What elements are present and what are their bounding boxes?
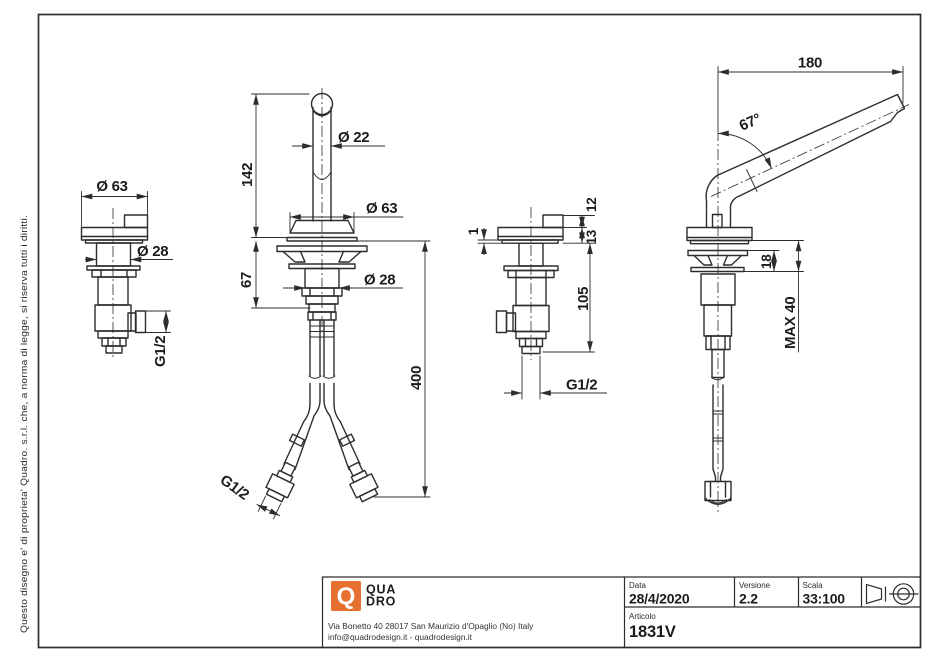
company-contacts: info@quadrodesign.it - quadrodesign.it bbox=[328, 632, 473, 642]
logo-q-square bbox=[331, 581, 361, 611]
hose-fitting-left bbox=[256, 461, 297, 520]
company-logo: Q QUA DRO bbox=[331, 581, 396, 611]
dim-label-v2-g12: G1/2 bbox=[217, 471, 252, 503]
field-label-data: Data bbox=[629, 581, 646, 590]
dim-label-v1-d28: Ø 28 bbox=[137, 243, 168, 260]
dim-label-v3-1: 1 bbox=[466, 227, 481, 235]
dim-label-v4-180: 180 bbox=[798, 55, 822, 72]
dim-label-v2-142: 142 bbox=[239, 163, 256, 187]
field-value-scala: 33:100 bbox=[803, 591, 846, 607]
field-value-versione: 2.2 bbox=[739, 591, 758, 607]
view-valve-side: 1 12 13 105 G1/2 bbox=[466, 198, 607, 400]
dim-label-v4-18: 18 bbox=[759, 254, 774, 269]
sheet-border bbox=[37, 13, 922, 649]
dim-label-v2-d22: Ø 22 bbox=[338, 129, 369, 146]
view-spout-side: 180 67° 18 MAX 40 bbox=[686, 55, 910, 512]
dim-label-v4-max40: MAX 40 bbox=[782, 297, 799, 349]
dim-label-v2-d28: Ø 28 bbox=[364, 272, 395, 289]
company-address: Via Bonetto 40 28017 San Maurizio d'Opag… bbox=[328, 621, 534, 631]
projection-symbol-icon bbox=[865, 583, 919, 605]
dim-label-v3-105: 105 bbox=[575, 287, 592, 311]
dim-label-v3-g12: G1/2 bbox=[566, 377, 597, 394]
field-value-data: 28/4/2020 bbox=[629, 591, 690, 607]
field-value-articolo: 1831V bbox=[629, 623, 676, 641]
dim-label-v3-12: 12 bbox=[584, 198, 599, 212]
view-spout-front: 142 Ø 22 Ø 63 67 Ø 28 bbox=[217, 88, 431, 520]
field-label-scala: Scala bbox=[803, 581, 824, 590]
view-valve-front: Ø 63 Ø 28 G1/2 bbox=[80, 178, 173, 367]
dim-label-v1-g12: G1/2 bbox=[152, 336, 169, 367]
dim-label-v2-400: 400 bbox=[408, 366, 425, 390]
logo-q-letter: Q bbox=[337, 583, 356, 610]
dim-label-v3-13: 13 bbox=[584, 229, 599, 244]
hose-fitting-right bbox=[347, 461, 379, 503]
field-label-articolo: Articolo bbox=[629, 612, 656, 621]
copyright-note: Questo disegno e' di proprieta' Quadro. … bbox=[19, 215, 29, 633]
logo-word-line1: QUA bbox=[366, 583, 396, 597]
dim-label-v2-67: 67 bbox=[238, 272, 255, 288]
logo-word-line2: DRO bbox=[366, 595, 396, 609]
dim-label-v4-67deg: 67° bbox=[737, 110, 764, 135]
dim-label-v1-d63: Ø 63 bbox=[96, 178, 127, 195]
dim-label-v2-d63: Ø 63 bbox=[366, 200, 397, 217]
field-label-versione: Versione bbox=[739, 581, 771, 590]
title-block: Q QUA DRO Via Bonetto 40 28017 San Mauri… bbox=[321, 576, 921, 648]
